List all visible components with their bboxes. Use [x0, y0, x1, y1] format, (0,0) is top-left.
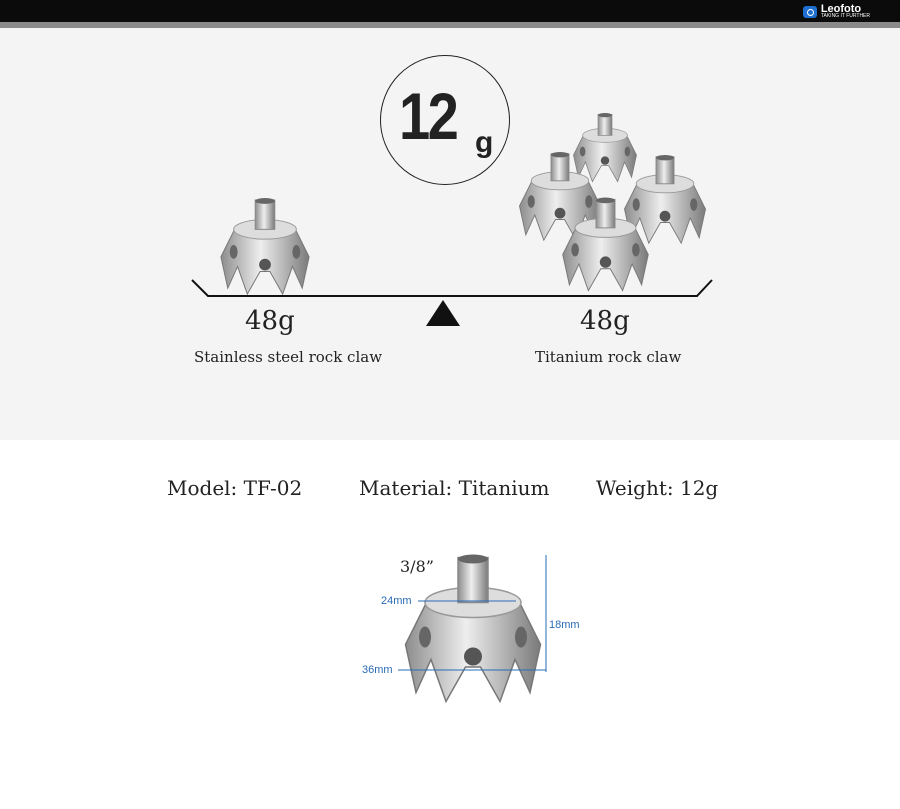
left-weight: 48g [245, 306, 295, 336]
height-label: 18mm [549, 619, 580, 631]
brand-logo: Leofoto TAKING IT FURTHER [802, 3, 870, 19]
top-diameter-label: 24mm [381, 595, 412, 607]
left-label: Stainless steel rock claw [194, 348, 383, 366]
scale-beam [191, 279, 713, 297]
spec-material: Material: Titanium [359, 476, 550, 500]
logo-icon [802, 5, 817, 18]
balance-scale [191, 279, 713, 326]
weight-value: 12 [399, 79, 459, 153]
right-label: Titanium rock claw [535, 348, 682, 366]
weight-unit: g [475, 126, 494, 159]
weight-badge: 12 g [380, 55, 510, 185]
scale-fulcrum [426, 300, 460, 326]
brand-tagline: TAKING IT FURTHER [820, 13, 870, 19]
spec-model: Model: TF-02 [167, 476, 303, 500]
brand-name: Leofoto [820, 3, 862, 15]
base-diameter-label: 36mm [362, 664, 393, 676]
right-weight: 48g [580, 306, 630, 336]
thread-size-label: 3/8” [400, 557, 434, 576]
divider [0, 22, 900, 28]
top-bar: Leofoto TAKING IT FURTHER [0, 0, 900, 22]
spec-weight: Weight: 12g [596, 476, 719, 500]
